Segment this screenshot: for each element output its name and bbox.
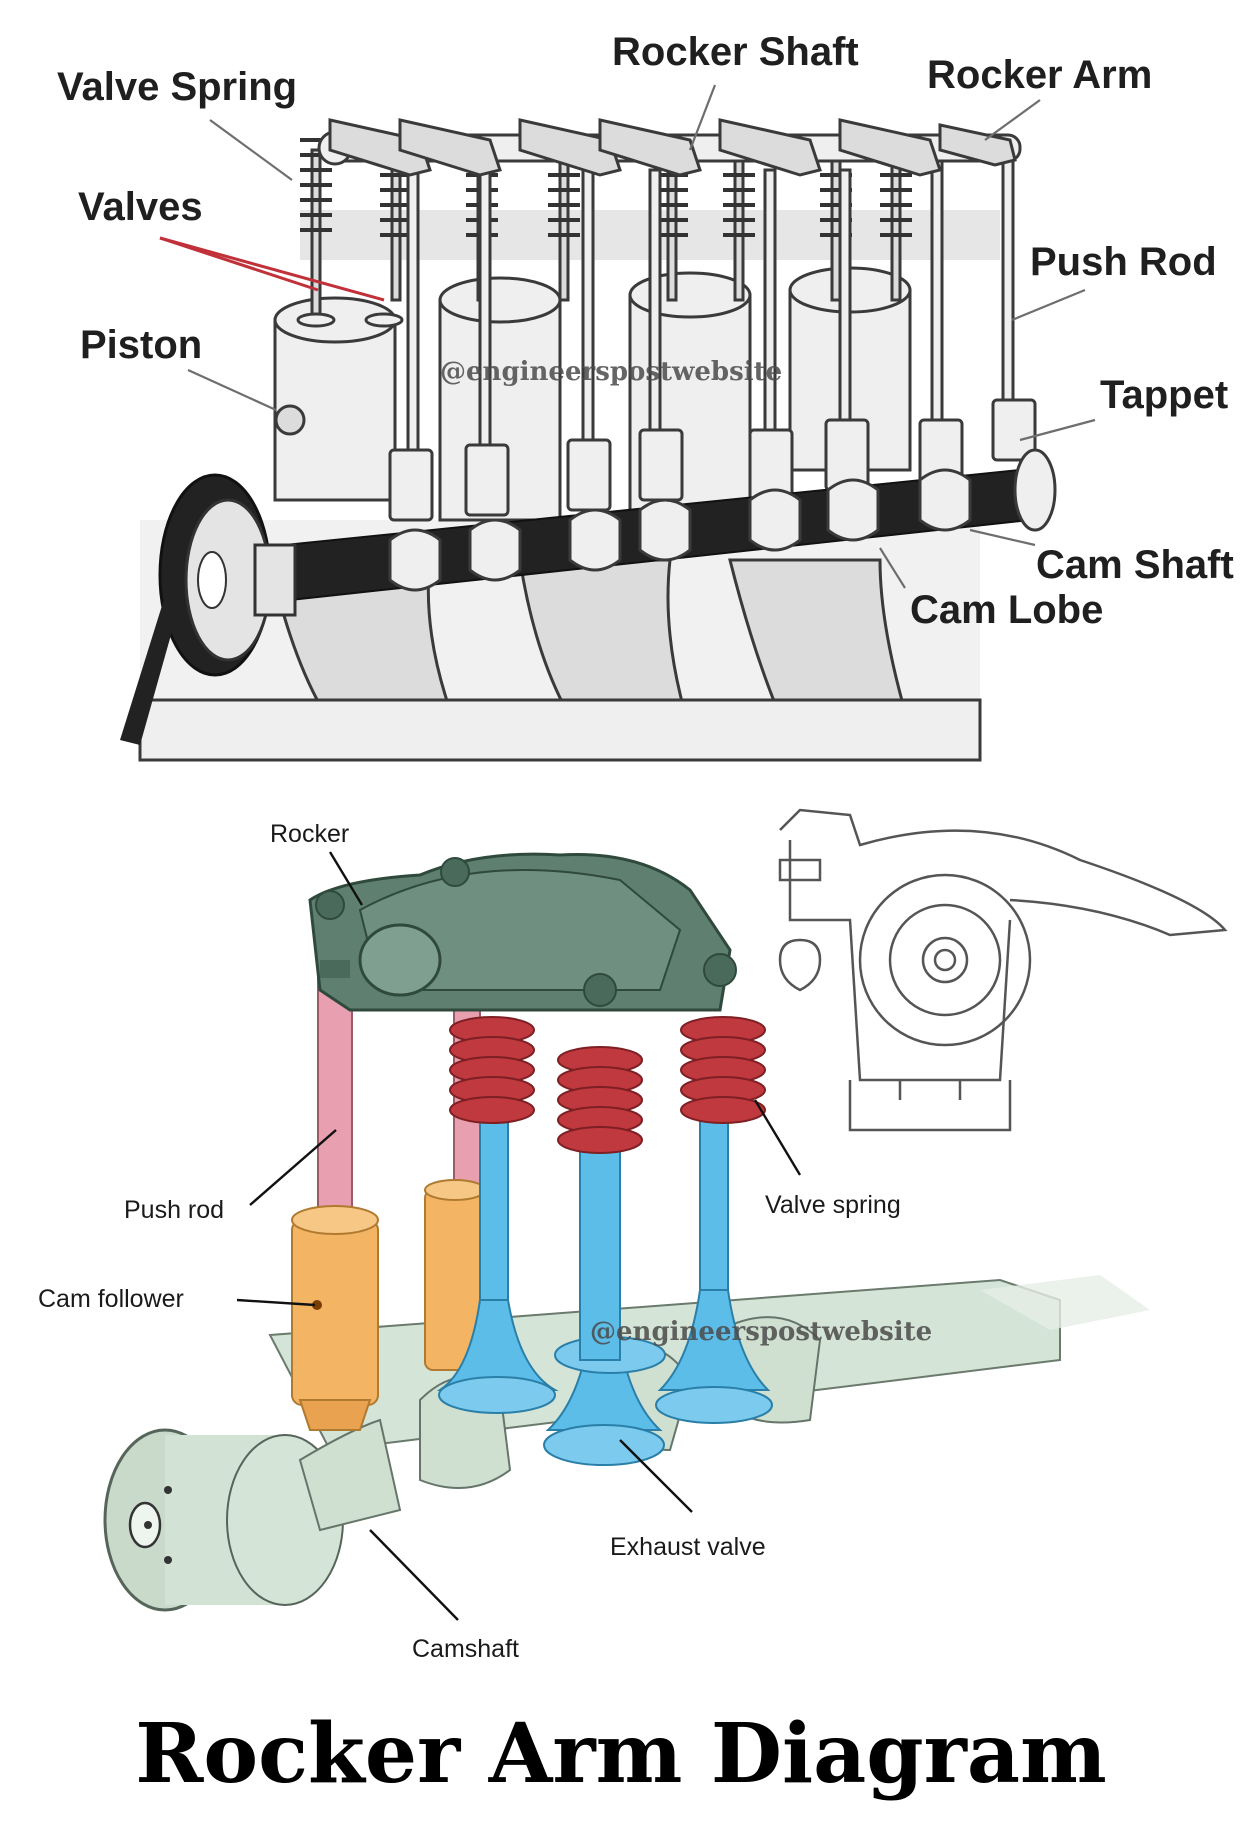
label-push-rod: Push Rod	[1030, 240, 1217, 284]
label-rocker-arm: Rocker Arm	[927, 53, 1152, 97]
valve-springs-bottom	[449, 1016, 766, 1154]
watermark-top: @engineerspostwebsite	[440, 357, 782, 387]
label-push-rod-bottom: Push rod	[124, 1196, 224, 1224]
label-rocker: Rocker	[270, 820, 349, 848]
label-rocker-shaft: Rocker Shaft	[612, 30, 859, 74]
label-cam-follower: Cam follower	[38, 1285, 184, 1313]
label-valve-spring-bottom: Valve spring	[765, 1191, 901, 1219]
side-view-sketch	[778, 808, 1228, 1132]
label-valves: Valves	[78, 185, 203, 229]
label-tappet: Tappet	[1100, 373, 1228, 417]
top-engine-illustration	[120, 84, 1096, 762]
rocker-body	[308, 852, 737, 1012]
cam-followers	[291, 1179, 486, 1431]
label-valve-spring: Valve Spring	[57, 65, 297, 109]
diagram-title: Rocker Arm Diagram	[135, 1706, 1106, 1802]
camshaft-top	[120, 448, 1057, 745]
bottom-rocker-illustration	[103, 808, 1228, 1621]
label-camshaft: Camshaft	[412, 1635, 519, 1663]
label-cam-lobe: Cam Lobe	[910, 588, 1103, 632]
label-piston: Piston	[80, 323, 202, 367]
label-cam-shaft: Cam Shaft	[1036, 543, 1234, 587]
push-rods	[406, 148, 1015, 462]
rocker-shaft	[317, 118, 1022, 177]
label-exhaust-valve: Exhaust valve	[610, 1533, 766, 1561]
watermark-bottom: @engineerspostwebsite	[590, 1317, 932, 1347]
